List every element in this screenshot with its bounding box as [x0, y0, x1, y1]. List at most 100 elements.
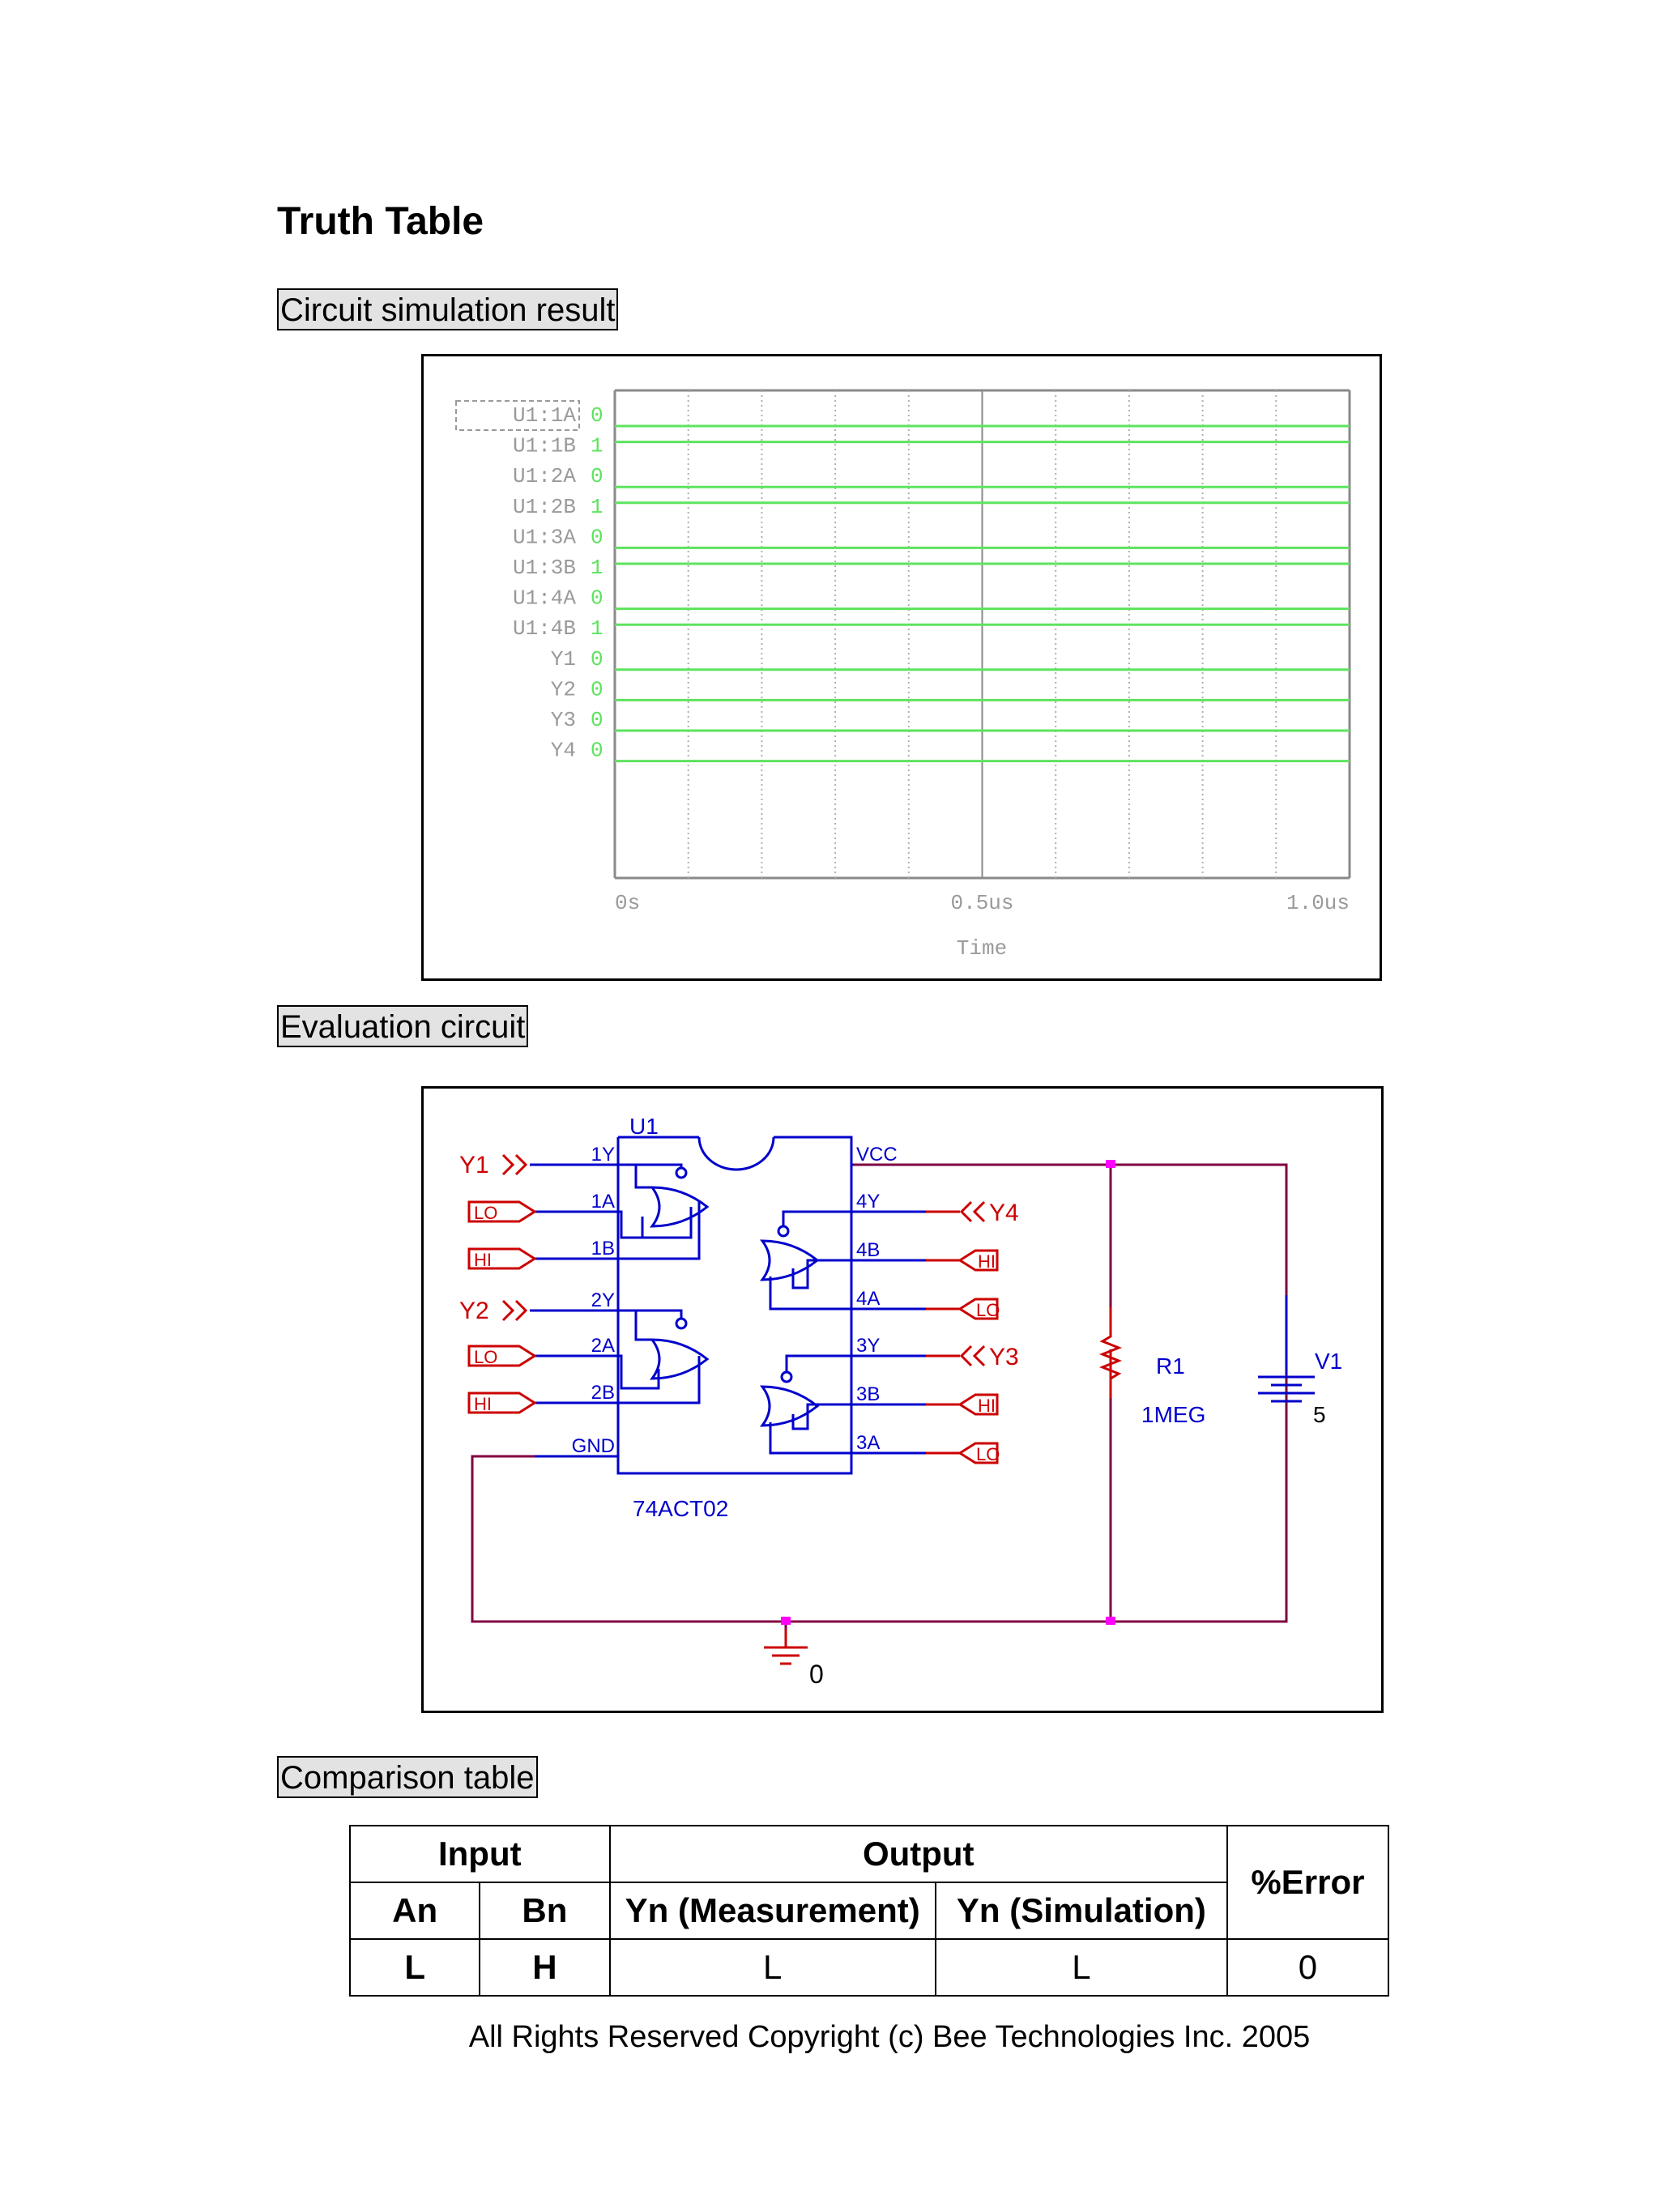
header-simulation: Yn (Simulation) — [934, 1882, 1228, 1940]
header-output: Output — [608, 1825, 1228, 1883]
circuit-panel: U1 74ACT02 — [421, 1086, 1384, 1713]
voltage-source-v1: V1 5 — [1258, 1295, 1342, 1461]
pin-label-vcc: VCC — [856, 1144, 898, 1166]
source-value-label: 5 — [1313, 1402, 1326, 1427]
signal-selection-box — [455, 400, 580, 431]
pin-label-2a: 2A — [591, 1335, 615, 1357]
pin-label-3b: 3B — [856, 1383, 880, 1405]
port-label-lo-3a: LO — [976, 1444, 1000, 1464]
port-y3: Y3 — [959, 1344, 1019, 1370]
ground-symbol: 0 — [764, 1630, 824, 1689]
waveform-traces — [615, 424, 1350, 763]
port-label-hi-3b: HI — [978, 1396, 996, 1416]
header-an: An — [348, 1882, 481, 1940]
resistor-ref-label: R1 — [1156, 1353, 1185, 1379]
ground-label: 0 — [809, 1660, 824, 1689]
signal-name: U1:3A — [513, 525, 576, 549]
signal-value: 1 — [591, 616, 603, 641]
port-label-y1: Y1 — [459, 1152, 489, 1178]
signal-name: Y4 — [551, 739, 576, 763]
section-caption-evaluation: Evaluation circuit — [277, 1005, 529, 1047]
port-label-hi-1b: HI — [474, 1250, 492, 1270]
tick-label: 0.5us — [950, 891, 1013, 915]
port-y2: Y2 — [459, 1298, 528, 1324]
signal-name: Y1 — [551, 647, 576, 671]
signal-value: 0 — [591, 647, 603, 671]
plot-grid — [687, 390, 1277, 878]
port-label-y2: Y2 — [459, 1298, 489, 1324]
signal-value: 1 — [591, 556, 603, 580]
port-lo-3a: LO — [957, 1442, 1000, 1464]
port-hi-2b: HI — [467, 1392, 537, 1414]
signal-name: U1:1A — [513, 403, 576, 428]
port-lo-2a: LO — [467, 1345, 537, 1367]
port-label-lo-1a: LO — [474, 1203, 497, 1223]
port-label-y4: Y4 — [989, 1200, 1019, 1226]
signal-value: 1 — [591, 495, 603, 519]
cell-bn: H — [479, 1938, 611, 1997]
signal-value: 0 — [591, 464, 603, 488]
right-pin-leads — [851, 1163, 926, 1455]
cell-an: L — [348, 1938, 481, 1997]
comparison-table: Input Output %Error An Bn Yn (Measuremen… — [348, 1825, 1390, 1997]
signal-value: 0 — [591, 739, 603, 763]
pin-label-4a: 4A — [856, 1288, 880, 1310]
resistor-r1: R1 1MEG — [1098, 1307, 1205, 1427]
port-label-lo-4a: LO — [976, 1300, 1000, 1320]
pin-label-1y: 1Y — [591, 1144, 615, 1166]
nor-gate-1 — [618, 1163, 710, 1260]
signal-value: 0 — [591, 403, 603, 428]
header-input: Input — [349, 1825, 611, 1883]
pin-label-3y: 3Y — [856, 1335, 880, 1357]
nor-gate-2 — [618, 1309, 710, 1404]
pin-label-3a: 3A — [856, 1432, 880, 1454]
signal-name: Y3 — [551, 708, 576, 732]
port-label-hi-4b: HI — [978, 1251, 996, 1272]
pin-label-4y: 4Y — [856, 1191, 880, 1213]
signal-name: U1:1B — [513, 434, 576, 458]
source-ref-label: V1 — [1315, 1349, 1342, 1374]
port-y1: Y1 — [459, 1152, 528, 1178]
pin-label-2b: 2B — [591, 1382, 615, 1404]
port-label-lo-2a: LO — [474, 1347, 497, 1367]
tick-label: 1.0us — [1286, 891, 1350, 915]
port-hi-1b: HI — [467, 1247, 537, 1270]
port-label-y3: Y3 — [989, 1344, 1019, 1370]
nor-gate-3 — [760, 1354, 851, 1455]
section-caption-simulation: Circuit simulation result — [277, 288, 619, 330]
port-label-hi-2b: HI — [474, 1394, 492, 1414]
section-caption-comparison: Comparison table — [277, 1756, 538, 1798]
left-pin-leads — [530, 1163, 618, 1458]
signal-name: U1:3B — [513, 556, 576, 580]
signal-value: 0 — [591, 677, 603, 701]
signal-name: Y2 — [551, 677, 576, 701]
ic-ref-label: U1 — [629, 1114, 659, 1139]
ic-part-label: 74ACT02 — [633, 1496, 728, 1521]
port-hi-4b: HI — [957, 1249, 999, 1272]
pin-label-1b: 1B — [591, 1238, 615, 1259]
pin-label-4b: 4B — [856, 1239, 880, 1261]
port-lo-4a: LO — [957, 1298, 1000, 1320]
port-y4: Y4 — [959, 1200, 1019, 1226]
signal-value: 0 — [591, 708, 603, 732]
signal-name: U1:4A — [513, 586, 576, 611]
pin-label-1a: 1A — [591, 1191, 615, 1213]
header-measurement: Yn (Measurement) — [608, 1882, 936, 1940]
signal-value: 0 — [591, 525, 603, 549]
pin-label-2y: 2Y — [591, 1289, 615, 1311]
signal-name: U1:4B — [513, 616, 576, 641]
resistor-value-label: 1MEG — [1141, 1402, 1205, 1427]
nor-gate-4 — [760, 1210, 851, 1311]
cell-measurement: L — [608, 1938, 936, 1997]
tick-label: 0s — [615, 891, 640, 915]
header-error: %Error — [1226, 1825, 1390, 1940]
ic-body — [616, 1136, 853, 1475]
signal-name: U1:2A — [513, 464, 576, 488]
port-lo-1a: LO — [467, 1200, 537, 1223]
table-row: L H L L 0 — [348, 1938, 1390, 1997]
port-leads — [926, 1210, 960, 1455]
pin-label-gnd: GND — [572, 1435, 615, 1457]
